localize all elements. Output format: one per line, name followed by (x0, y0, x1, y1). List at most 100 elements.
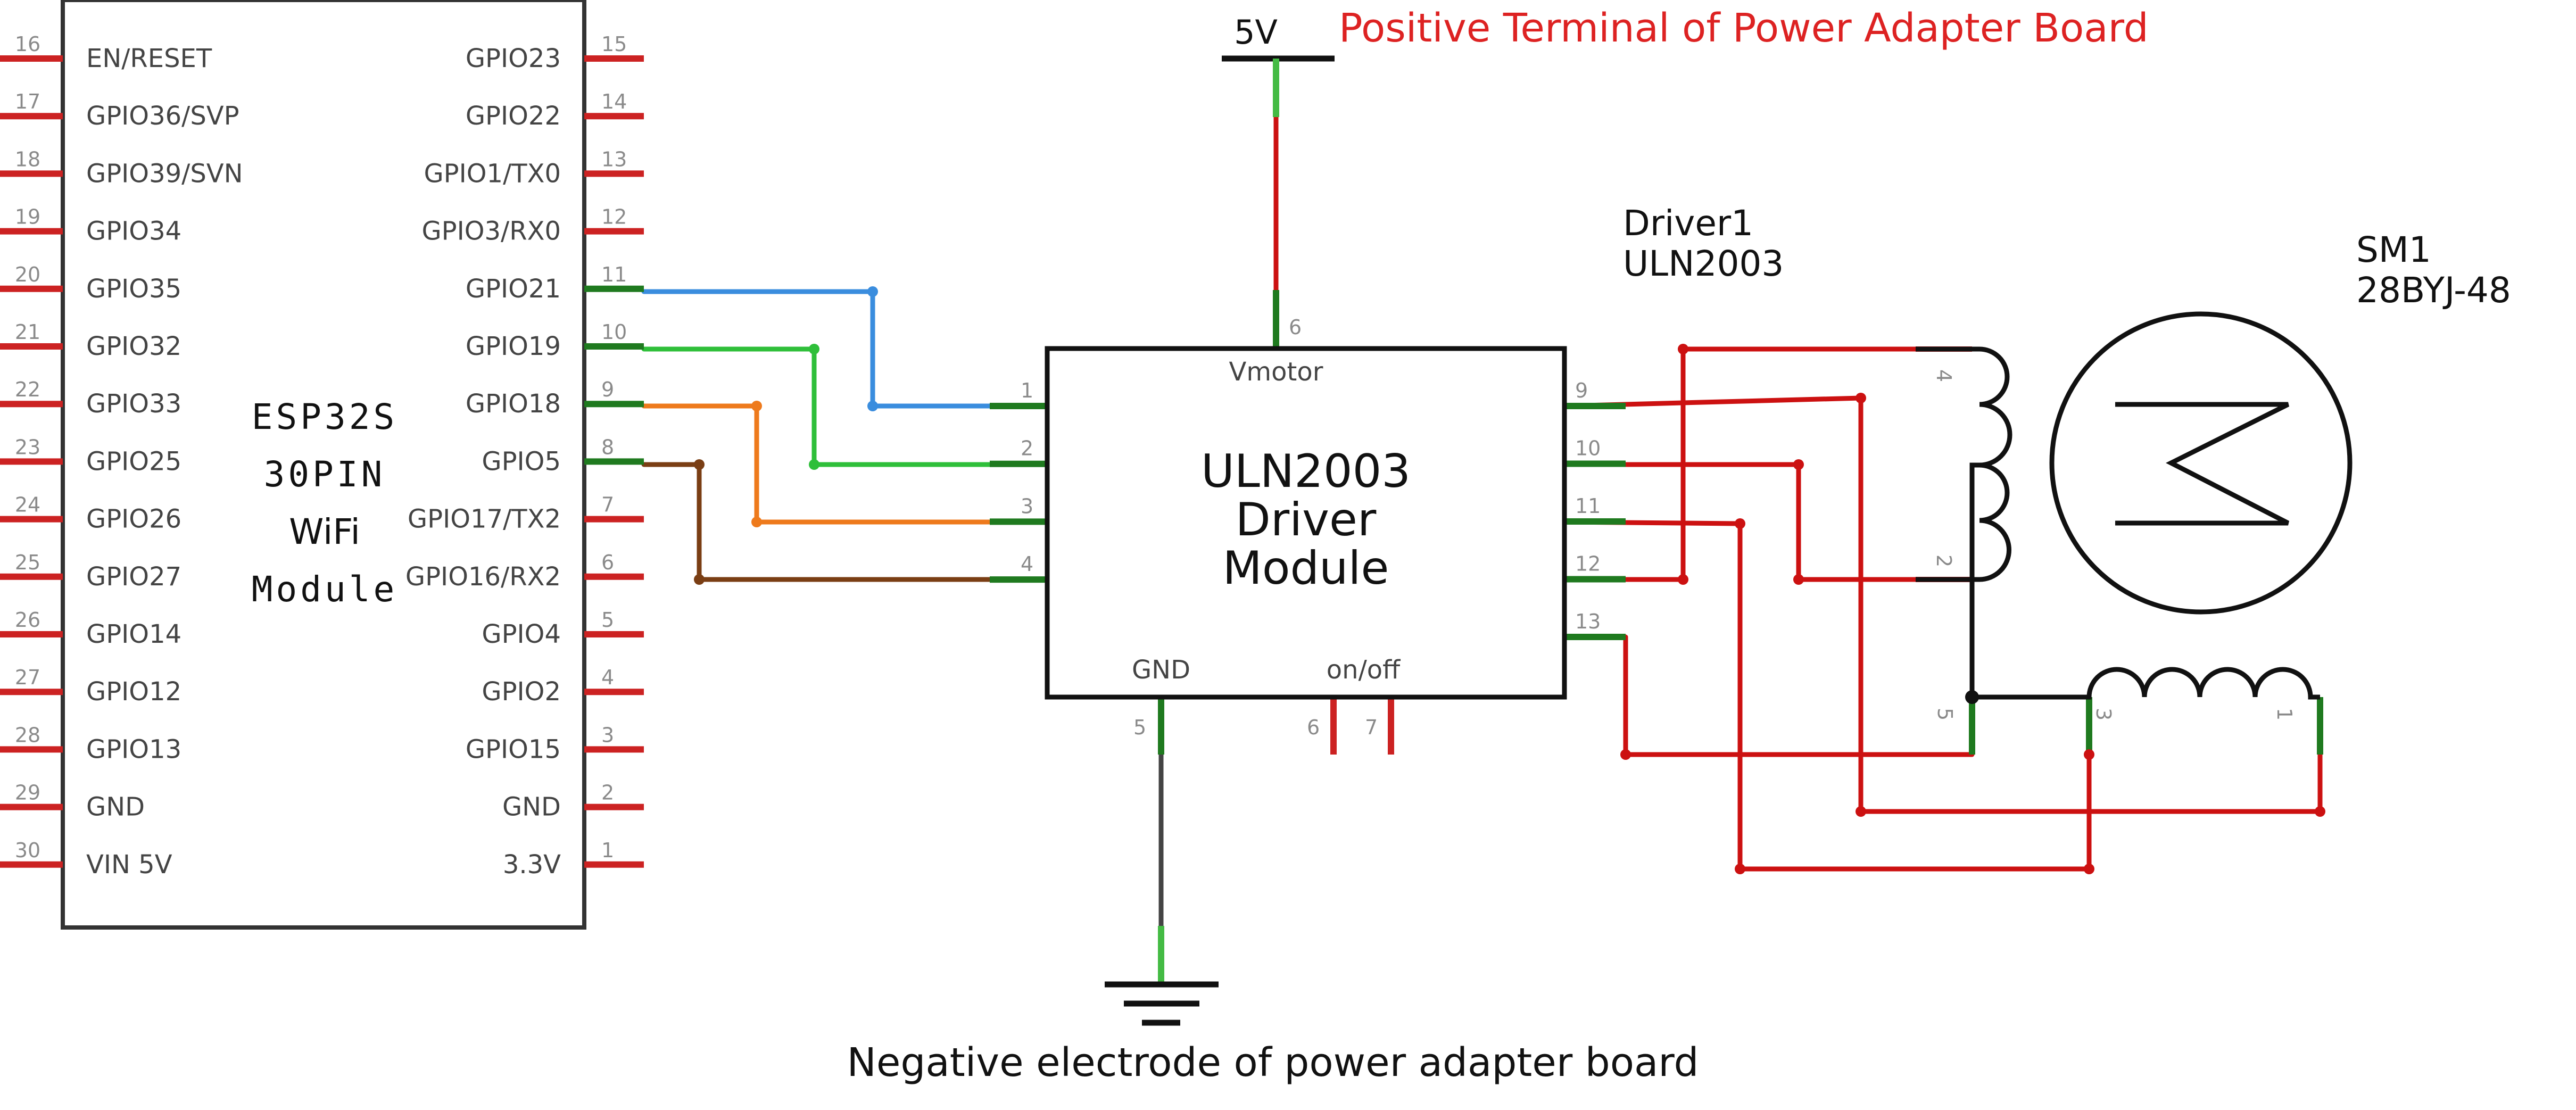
motor-part-value: 28BYJ-48 (2356, 270, 2511, 311)
motor-pin-label-1: 1 (2273, 708, 2296, 720)
motor-pin-label-4: 4 (1932, 369, 1956, 382)
junction-dot (2084, 864, 2094, 874)
esp32-right-pin-number: 10 (601, 320, 627, 344)
esp32-right-pin-number: 3 (601, 723, 614, 747)
junction-dot (751, 401, 762, 411)
esp32-body (61, 0, 586, 930)
junction-dot (1793, 574, 1804, 585)
driver-title-line-3: Module (1223, 542, 1389, 595)
esp32-right-pin-number: 4 (601, 666, 614, 689)
driver-output-pin-number: 9 (1575, 379, 1588, 402)
vmotor-pin-number: 6 (1289, 316, 1302, 339)
esp32-left-pin-label: GPIO35 (86, 274, 181, 304)
junction-dot (867, 286, 878, 297)
junction-dot (2084, 749, 2094, 760)
esp32-title-line-3: WiFi (289, 511, 360, 552)
esp32-left-pin-number: 29 (15, 781, 40, 805)
motor-part-name: SM1 (2356, 229, 2431, 270)
driver-output-pin-number: 12 (1575, 552, 1601, 576)
vcc-note: Positive Terminal of Power Adapter Board (1339, 5, 2149, 51)
driver-part-name: Driver1 (1623, 203, 1753, 244)
wire-junctions (694, 286, 2325, 874)
wire-red-motor5 (1562, 634, 1975, 757)
esp32-left-pin-label: VIN 5V (86, 850, 172, 880)
driver-output-pin-number: 13 (1575, 610, 1601, 633)
junction-dot (809, 344, 819, 354)
motor-pin-label-2: 2 (1932, 554, 1956, 567)
junction-dot (1856, 393, 1866, 403)
esp32-title-line-4: Module (252, 569, 397, 610)
junction-dot (1735, 864, 1745, 874)
junction-dot (2315, 806, 2325, 817)
junction-dot (1678, 344, 1688, 354)
esp32-left-pin-label: GPIO33 (86, 389, 181, 419)
esp32-right-pin-number: 2 (601, 781, 614, 805)
driver-body (1045, 346, 1567, 700)
esp32-right-pin-number: 8 (601, 435, 614, 459)
junction-dot (1678, 574, 1688, 585)
esp32-right-pin-number: 14 (601, 90, 627, 113)
esp32-left-pin-label: GPIO25 (86, 446, 181, 476)
esp32-right-pin-number: 7 (601, 493, 614, 517)
esp32-left-pin-number: 27 (15, 666, 40, 689)
esp32-right-pin-label: GPIO15 (466, 734, 561, 764)
wire-gpio21-in1 (641, 289, 1050, 409)
ground-note: Negative electrode of power adapter boar… (847, 1040, 1699, 1086)
esp32-right-pin-label: GND (502, 792, 561, 822)
esp32-left-pin-number: 26 (15, 608, 40, 632)
driver-title-line-1: ULN2003 (1201, 445, 1411, 498)
esp32-left-pin-number: 20 (15, 263, 40, 286)
esp32-left-pin-label: GPIO26 (86, 504, 181, 534)
onoff-pin-b-number: 7 (1365, 716, 1378, 739)
driver-output-pin-number: 11 (1575, 494, 1601, 518)
esp32-right-pin-label: GPIO19 (466, 332, 561, 361)
esp32-left-pin-label: GPIO39/SVN (86, 159, 243, 188)
esp32-right-pin-group: 15GPIO2314GPIO2213GPIO1/TX012GPIO3/RX011… (405, 32, 644, 880)
motor-junction-dot (1965, 690, 1979, 704)
esp32-left-pin-label: GPIO36/SVP (86, 101, 239, 131)
junction-dot (1793, 459, 1804, 470)
esp32-right-pin-number: 5 (601, 608, 614, 632)
esp32-right-pin-label: GPIO21 (466, 274, 561, 304)
esp32-left-pin-label: GPIO12 (86, 677, 181, 707)
junction-dot (694, 574, 705, 585)
junction-dot (1735, 518, 1745, 529)
esp32-left-pin-number: 28 (15, 723, 40, 747)
motor-symbol-m (2115, 402, 2290, 526)
onoff-pin-a-number: 6 (1307, 716, 1320, 739)
junction-dot (809, 459, 819, 470)
motor-coil-horizontal-left-hump (2068, 655, 2089, 697)
junction-dot (1856, 806, 1866, 817)
esp32-left-pin-number: 17 (15, 90, 40, 113)
motor-body-circle (2049, 311, 2353, 615)
driver-input-pin-number: 4 (1021, 552, 1033, 576)
esp32-right-pin-number: 9 (601, 378, 614, 401)
esp32-right-pin-label: GPIO5 (482, 446, 561, 476)
esp32-left-pin-number: 18 (15, 147, 40, 171)
esp32-right-pin-label: GPIO1/TX0 (424, 159, 561, 188)
motor-common-tap (1969, 462, 1979, 697)
esp32-right-pin-label: 3.3V (503, 850, 561, 880)
esp32-left-pin-label: GPIO14 (86, 619, 181, 649)
esp32-title-line-2: 30PIN (264, 454, 386, 495)
esp32-right-pin-label: GPIO2 (482, 677, 561, 707)
driver-input-pin-number: 2 (1021, 437, 1033, 460)
esp32-left-pin-label: GND (86, 792, 145, 822)
esp32-left-pin-number: 22 (15, 378, 40, 401)
esp32-right-pin-number: 11 (601, 263, 627, 286)
esp32-right-pin-number: 1 (601, 839, 614, 862)
esp32-right-pin-number: 6 (601, 551, 614, 574)
esp32-left-pin-number: 21 (15, 320, 40, 344)
vcc-5v-symbol: 5V Positive Terminal of Power Adapter Bo… (1222, 5, 2149, 117)
vmotor-label: Vmotor (1229, 357, 1323, 387)
wire-gpio18-in3 (641, 403, 1050, 525)
esp32-right-pin-label: GPIO23 (466, 44, 561, 73)
esp32-right-pin-label: GPIO4 (482, 619, 561, 649)
motor-coil-horizontal (1972, 667, 2320, 700)
esp32-right-pin-label: GPIO16/RX2 (405, 562, 561, 592)
esp32-right-pin-number: 13 (601, 147, 627, 171)
esp32-right-pin-label: GPIO3/RX0 (421, 217, 561, 246)
esp32-right-pin-label: GPIO18 (466, 389, 561, 419)
